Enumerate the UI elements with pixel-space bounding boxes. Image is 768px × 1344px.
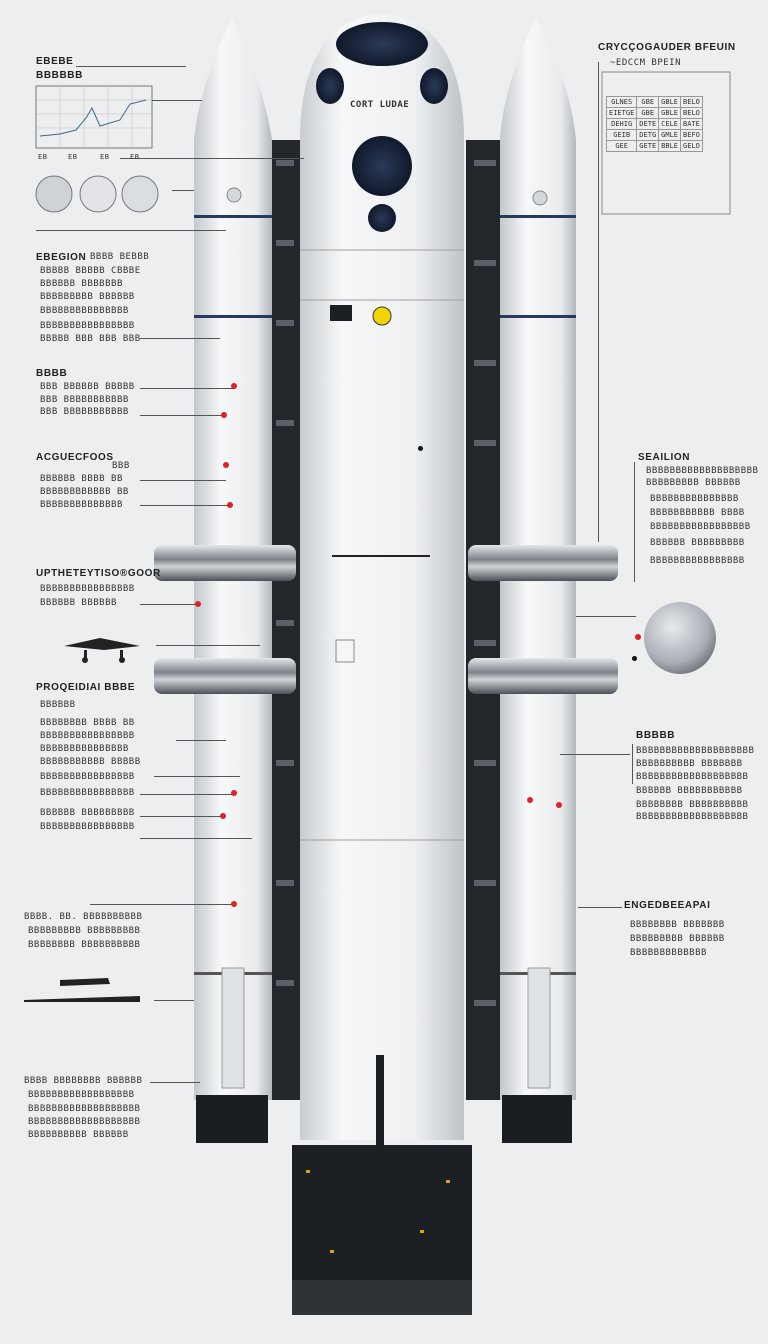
section-heading: EBEGION [36, 252, 87, 263]
spec-line: BBBBBB BBBBBBBBBBB [636, 786, 743, 796]
spec-line: BBB BBBBBB BBBBB [40, 382, 135, 392]
spec-line: BBBBBBBBBBB BBBBB [40, 757, 141, 767]
spec-line: BBBBBBBBBBBBBB [40, 500, 123, 510]
spec-line: BBBBBBBBBBB BBBB [650, 508, 745, 518]
aircraft-top-view [24, 978, 140, 1002]
spec-line: BBBBBBBB BBBBBBB [630, 920, 725, 930]
spec-line: BBBB BBBBBBBB BBBBBB [24, 1076, 143, 1086]
spec-line: BBBBBBBBBBBBBBBBB [650, 522, 751, 532]
spec-line: BBBBB BBB BBB BBB [40, 334, 141, 344]
spec-line: BBBBB BBBBB CBBBE [40, 266, 141, 276]
right-booster [500, 18, 576, 1143]
section-heading: PROQEIDIAI BBBE [36, 682, 136, 693]
spec-line: BBBBBBBBBBBBBBBB [40, 731, 135, 741]
spec-line: BBBBBBBBBBBBBBB [650, 494, 739, 504]
chart-tick: EB [100, 153, 110, 161]
spec-line: BBBBBBBB BBBBBBBBBB [636, 800, 749, 810]
core-truss-right [466, 140, 502, 1100]
spec-line: BBBBBB BBBBBBBBB [650, 538, 745, 548]
spec-line: BBBBBB BBBBBBB [40, 279, 123, 289]
moon-illustration [644, 602, 716, 674]
spec-line: BBBBBB BBBBBBBBB [40, 808, 135, 818]
section-heading: UPTHETEYTISO®GOOR [36, 568, 161, 579]
chart-tick: EB [38, 153, 48, 161]
spec-line: BBBBBBBBB BBBBBB [40, 292, 135, 302]
spec-line: BBBBBBBBB BBBBBBBBB [28, 926, 141, 936]
spec-line: BBB [112, 461, 130, 471]
chart-tick: EB [68, 153, 78, 161]
spec-line: BBBBBBBB BBBBBBBBBB [28, 940, 141, 950]
spec-line: BBBBBBBBBBBBBBB [40, 306, 129, 316]
spec-line: BBBBBBBBBBBBBBBB [40, 584, 135, 594]
spec-line: BBBBBB [40, 700, 76, 710]
spec-line: BBBBBBBBBBBBBBBB [40, 321, 135, 331]
spec-line: BBBB BEBBB [90, 252, 150, 262]
spec-line: BBB BBBBBBBBBBB [40, 407, 129, 417]
spec-line: BBBBBBBBBBBBBBBBBB [28, 1090, 135, 1100]
spec-line: BBB BBBBBBBBBBB [40, 395, 129, 405]
interstage-pipes [154, 545, 618, 694]
spec-line: BBBBBBBBBBBB BB [40, 487, 129, 497]
spec-line: BBBBBBBBBBBBBBBB [650, 556, 745, 566]
left-label-top1: EBEBE [36, 56, 74, 67]
aircraft-side-view [64, 638, 140, 663]
left-booster [194, 18, 272, 1143]
spec-title: CRYCÇOGAUDER BFEUIN [598, 42, 736, 53]
spec-line: BBBBBB BBBBBB [40, 598, 117, 608]
spec-line: BBBBBBBBB BBBBBB [630, 934, 725, 944]
section-heading: BBBB [36, 368, 68, 379]
spec-line: BBBBBBBBBBBBBBBB [40, 788, 135, 798]
section-heading: ENGEDBEEAPAI [624, 900, 711, 911]
spec-line: BBBBBBBBBBBBB [630, 948, 707, 958]
spec-line: BBBBBBBBBBBBBBBB [40, 822, 135, 832]
chart-tick: EB [130, 153, 140, 161]
spec-line: BBBBBBBBBBBBBBBBBBB [646, 466, 759, 476]
spec-line: BBBBBBBBBBBBBBBBBBB [636, 772, 749, 782]
section-heading: ACGUECFOOS [36, 452, 114, 463]
spec-line: BBBBBBBBBBBBBBBBBBB [28, 1104, 141, 1114]
left-label-top2: BBBBBB [36, 70, 83, 81]
core-stage [292, 14, 472, 1315]
spec-line: BBBB. BB. BBBBBBBBBB [24, 912, 143, 922]
capsule-label: CORT LUDAE [350, 100, 410, 110]
spec-line: BBBBBB BBBB BB [40, 474, 123, 484]
spec-line: BBBBBBBBBB BBBBBBB [636, 759, 743, 769]
spec-line: BBBBBBBBBBBBBBBB [40, 772, 135, 782]
section-heading: SEAILION [638, 452, 691, 463]
spec-line: BBBBBBBBBBBBBBBBBBBB [636, 746, 755, 756]
spec-line: BBBBBBBBBB BBBBBB [28, 1130, 129, 1140]
spec-subtitle: ~EDCCM BPEIN [610, 58, 682, 68]
section-heading: BBBBB [636, 730, 676, 741]
spec-line: BBBBBBBBBBBBBBBBBBB [28, 1117, 141, 1127]
spec-line: BBBBBBBBBBBBBBB [40, 744, 129, 754]
spec-line: BBBBBBBBB BBBBBB [646, 478, 741, 488]
spec-line: BBBBBBBB BBBB BB [40, 718, 135, 728]
spec-line: BBBBBBBBBBBBBBBBBBB [636, 812, 749, 822]
